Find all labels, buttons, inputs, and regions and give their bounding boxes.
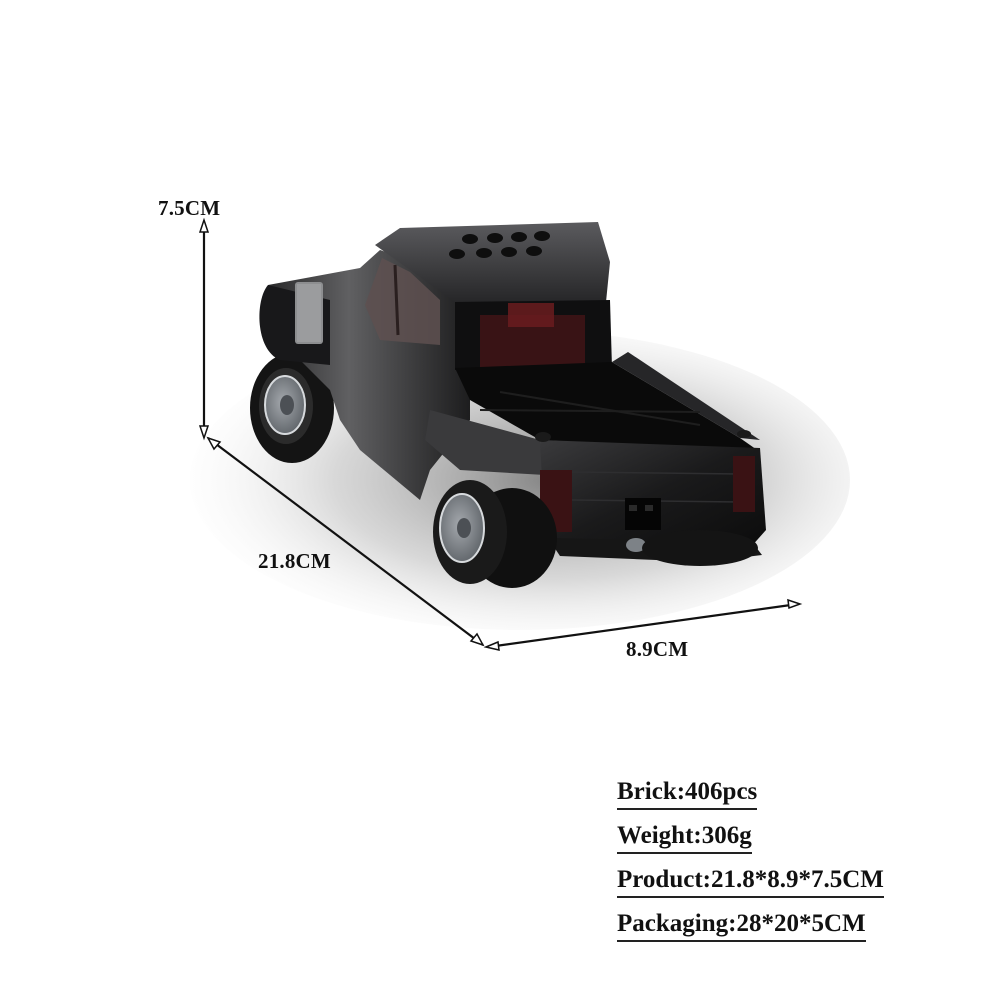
- length-dimension-label: 21.8CM: [258, 549, 331, 573]
- tailgate: [540, 440, 766, 548]
- truck-bed: [455, 362, 760, 452]
- length-arrow: [207, 437, 484, 646]
- rear-wheel-left: [433, 480, 557, 588]
- license-plate-area: [625, 498, 661, 530]
- tail-light-right: [733, 456, 755, 512]
- width-arrow: [487, 602, 799, 649]
- cab-roof: [375, 222, 610, 302]
- front-wheel: [250, 353, 334, 463]
- width-dimension-label: 8.9CM: [626, 637, 689, 661]
- spec-weight: Weight:306g: [617, 822, 752, 854]
- spec-product-size: Product:21.8*8.9*7.5CM: [617, 866, 884, 898]
- product-specs: Brick:406pcs Weight:306g Product:21.8*8.…: [617, 778, 884, 954]
- height-dimension-label: 7.5CM: [158, 196, 221, 220]
- tow-hitch: [626, 538, 646, 552]
- side-window: [365, 258, 440, 345]
- dimension-arrows: [198, 217, 803, 651]
- spec-brick-count: Brick:406pcs: [617, 778, 758, 810]
- spec-packaging-size: Packaging:28*20*5CM: [617, 910, 866, 942]
- roof-studs: [449, 231, 550, 259]
- rear-wheel-right: [642, 530, 758, 566]
